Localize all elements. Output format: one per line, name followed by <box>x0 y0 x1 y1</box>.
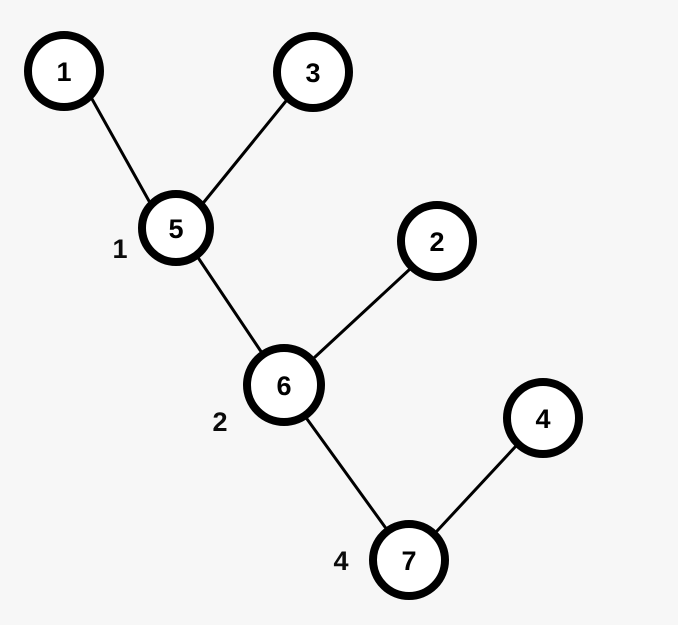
node-circle-2 <box>397 201 477 281</box>
node-circle-4 <box>503 378 583 458</box>
nodes-group: 1 3 5 2 6 4 7 <box>24 31 583 600</box>
node-circle-1 <box>24 31 104 111</box>
edge-labels-group: 1 2 4 <box>112 234 348 576</box>
node-circle-5 <box>138 190 214 266</box>
graph-edge-n6-n2 <box>313 267 412 359</box>
edge-weight-label-l3: 4 <box>333 546 348 576</box>
edge-weight-label-l1: 1 <box>112 234 127 264</box>
node-circle-7 <box>369 520 449 600</box>
node-circle-6 <box>243 344 325 426</box>
node-label-5: 5 <box>168 214 183 244</box>
graph-node-5: 5 <box>138 190 214 266</box>
node-label-6: 6 <box>276 371 291 401</box>
graph-edge-n6-n7 <box>305 417 387 529</box>
graph-node-1: 1 <box>24 31 104 111</box>
graph-edge-n5-n3 <box>202 99 288 204</box>
node-label-1: 1 <box>56 57 71 87</box>
graph-node-4: 4 <box>503 378 583 458</box>
graph-node-2: 2 <box>397 201 477 281</box>
node-label-7: 7 <box>401 546 416 576</box>
graph-node-3: 3 <box>273 32 353 112</box>
graph-edge-n7-n4 <box>435 444 518 533</box>
node-label-2: 2 <box>429 227 444 257</box>
graph-node-6: 6 <box>243 344 325 426</box>
node-circle-3 <box>273 32 353 112</box>
edge-weight-label-l2: 2 <box>212 407 227 437</box>
node-label-4: 4 <box>535 404 550 434</box>
graph-edge-n1-n5 <box>90 97 151 203</box>
edges-group <box>90 97 518 533</box>
node-label-3: 3 <box>305 58 320 88</box>
graph-edge-n5-n6 <box>197 257 264 355</box>
graph-node-7: 7 <box>369 520 449 600</box>
